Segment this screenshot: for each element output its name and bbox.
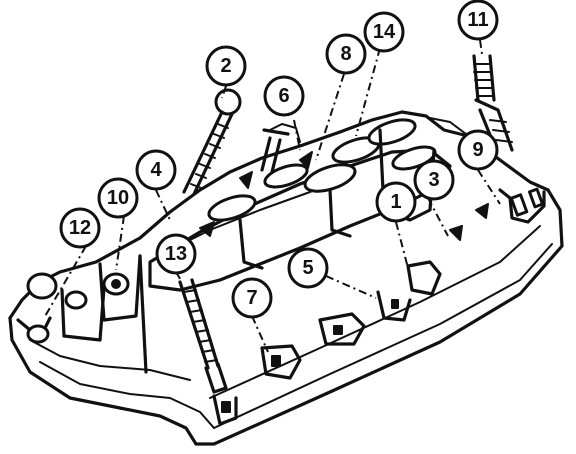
callout-10-label: 10 <box>107 187 129 209</box>
callout-8: 8 <box>325 33 367 75</box>
bolt-2 <box>182 88 242 196</box>
callout-9-label: 9 <box>472 139 483 161</box>
callout-11: 11 <box>457 0 499 41</box>
callout-10: 10 <box>97 177 139 219</box>
callout-1-label: 1 <box>390 191 401 213</box>
leader-lines <box>43 39 501 353</box>
callout-14-label: 14 <box>373 21 396 43</box>
callout-6: 6 <box>263 75 305 117</box>
callout-2-label: 2 <box>220 55 231 77</box>
callouts: 1 2 3 4 5 6 7 8 <box>59 0 499 319</box>
callout-13-label: 13 <box>165 243 187 265</box>
callout-9: 9 <box>457 129 499 171</box>
callout-8-label: 8 <box>340 43 351 65</box>
callout-2: 2 <box>205 45 247 87</box>
callout-3: 3 <box>413 159 455 201</box>
callout-4-label: 4 <box>150 159 162 181</box>
callout-12: 12 <box>59 207 101 249</box>
stud-13 <box>178 278 228 394</box>
callout-14: 14 <box>363 11 405 53</box>
callout-7-label: 7 <box>246 287 257 309</box>
callout-12-label: 12 <box>69 217 91 239</box>
callout-1: 1 <box>375 181 417 223</box>
callout-3-label: 3 <box>428 169 439 191</box>
bolt-6 <box>260 128 290 174</box>
callout-5: 5 <box>287 247 329 289</box>
callout-11-label: 11 <box>467 9 488 31</box>
callout-13: 13 <box>155 233 197 275</box>
callout-7: 7 <box>231 277 273 319</box>
callout-6-label: 6 <box>278 85 289 107</box>
manifold-body <box>8 110 564 446</box>
callout-4: 4 <box>135 149 177 191</box>
callout-5-label: 5 <box>302 257 313 279</box>
